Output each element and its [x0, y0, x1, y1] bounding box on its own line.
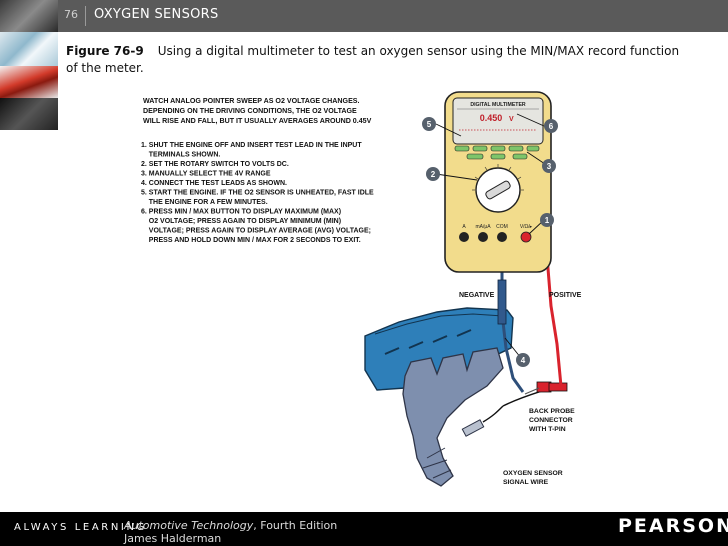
negative-probe: [497, 279, 507, 325]
thumbnail-engine-image: [0, 0, 58, 32]
multimeter: DIGITAL MULTIMETER 0.450 V A mA/μA COM: [444, 91, 552, 273]
thumbnail-wheel-image: [0, 98, 58, 130]
engine-block-top: [374, 313, 504, 335]
callout-lines: [435, 113, 546, 359]
callout-3: 3: [542, 159, 556, 173]
callout-number: 1: [545, 216, 550, 225]
jack-com: [497, 232, 507, 242]
jack-label-ma: mA/μA: [475, 224, 491, 230]
jack-label-v: V/Ω/▸: [520, 224, 533, 230]
engine-block: [364, 307, 514, 391]
step-line: 3. MANUALLY SELECT THE 4V RANGE: [141, 171, 271, 178]
exhaust-pipe-detail: [422, 447, 452, 479]
thumbnail-car-image: [0, 66, 58, 98]
callout-number: 2: [431, 170, 436, 179]
positive-label: POSITIVE: [549, 292, 582, 299]
publisher-logo: PEARSON: [618, 515, 728, 537]
back-probe-line: BACK PROBE: [529, 408, 575, 415]
step-line: O2 VOLTAGE; PRESS AGAIN TO DISPLAY MINIM…: [141, 218, 341, 225]
step-line: 6. PRESS MIN / MAX BUTTON TO DISPLAY MAX…: [141, 209, 341, 216]
jack-v: [520, 231, 532, 243]
callout-5: 5: [422, 117, 436, 131]
intro-line: WILL RISE AND FALL, BUT IT USUALLY AVERA…: [143, 117, 372, 125]
meter-buttons: [454, 145, 540, 160]
o2-sensor-label: OXYGEN SENSOR SIGNAL WIRE: [503, 470, 563, 486]
jack-label-com: COM: [496, 224, 508, 230]
callout-4: 4: [516, 353, 530, 367]
o2-sensor-line: SIGNAL WIRE: [503, 479, 549, 486]
meter-title: DIGITAL MULTIMETER: [470, 102, 526, 108]
oxygen-sensor: [461, 405, 504, 437]
book-author: James Halderman: [124, 532, 222, 545]
step-line: 2. SET THE ROTARY SWITCH TO VOLTS DC.: [141, 161, 289, 168]
step-line: VOLTAGE; PRESS AGAIN TO DISPLAY AVERAGE …: [141, 228, 371, 235]
engine-ports: [384, 329, 472, 355]
slide-header: [0, 0, 728, 32]
book-info: Automotive Technology, Fourth Edition Ja…: [124, 519, 337, 545]
always-learning-brand: ALWAYS LEARNING: [14, 522, 147, 533]
callout-number: 3: [547, 162, 552, 171]
intro-line: DEPENDING ON THE DRIVING CONDITIONS, THE…: [143, 107, 357, 115]
callout-number: 6: [549, 122, 554, 131]
callout-number: 5: [427, 120, 432, 129]
header-divider: [85, 6, 86, 26]
figure-label: Figure 76-9: [66, 44, 144, 58]
jack-a: [459, 232, 469, 242]
jack-ma: [478, 232, 488, 242]
step-line: TERMINALS SHOWN.: [141, 152, 220, 159]
step-line: 1. SHUT THE ENGINE OFF AND INSERT TEST L…: [141, 142, 362, 149]
callout-6: 6: [544, 119, 558, 133]
rotary-knob: [485, 180, 511, 200]
negative-label: NEGATIVE: [459, 292, 495, 299]
steps-text: 1. SHUT THE ENGINE OFF AND INSERT TEST L…: [141, 142, 374, 244]
intro-line: WATCH ANALOG POINTER SWEEP AS O2 VOLTAGE…: [143, 97, 360, 105]
meter-unit: V: [509, 116, 514, 123]
thumbnail-ice-image: [0, 32, 58, 66]
step-line: 4. CONNECT THE TEST LEADS AS SHOWN.: [141, 180, 287, 187]
callout-number: 4: [521, 356, 526, 365]
callout-2: 2: [426, 167, 440, 181]
multimeter-diagram: WATCH ANALOG POINTER SWEEP AS O2 VOLTAGE…: [141, 91, 582, 487]
exhaust-manifold: [402, 347, 504, 487]
back-probe-line: CONNECTOR: [529, 417, 573, 424]
step-line: THE ENGINE FOR A FEW MINUTES.: [141, 199, 268, 206]
step-line: PRESS AND HOLD DOWN MIN / MAX FOR 2 SECO…: [141, 237, 361, 244]
meter-reading: 0.450: [480, 113, 503, 123]
header-thumbnails: [0, 0, 58, 130]
caption-text: Using a digital multimeter to test an ox…: [66, 44, 680, 75]
back-probe-label: BACK PROBE CONNECTOR WITH T-PIN: [529, 408, 575, 433]
book-title: Automotive Technology: [124, 519, 254, 532]
slide-footer: [0, 512, 728, 546]
chapter-title: OXYGEN SENSORS: [94, 7, 219, 22]
negative-lead: [500, 246, 525, 393]
callout-1: 1: [540, 213, 554, 227]
rotary-ticks: [472, 164, 524, 191]
page-number: 76: [64, 8, 78, 21]
back-probe-line: WITH T-PIN: [529, 426, 566, 433]
jack-label-a: A: [462, 224, 466, 230]
book-edition: , Fourth Edition: [253, 519, 338, 532]
step-line: 5. START THE ENGINE. IF THE O2 SENSOR IS…: [141, 190, 374, 197]
o2-sensor-line: OXYGEN SENSOR: [503, 470, 563, 477]
back-probe-connector: [524, 381, 568, 395]
intro-text: WATCH ANALOG POINTER SWEEP AS O2 VOLTAGE…: [143, 97, 372, 125]
